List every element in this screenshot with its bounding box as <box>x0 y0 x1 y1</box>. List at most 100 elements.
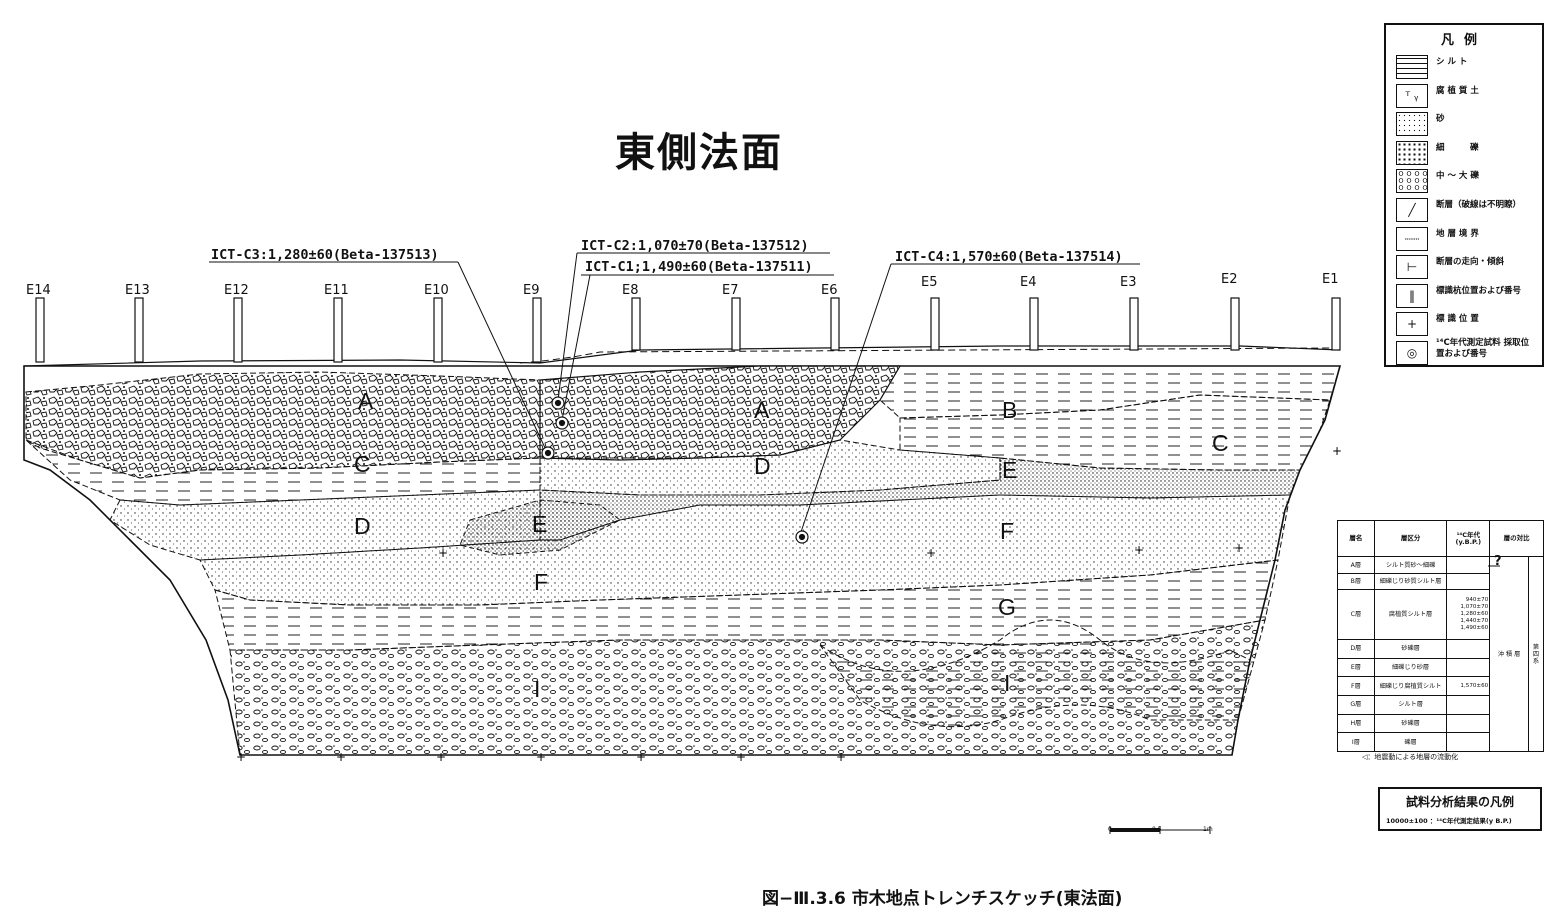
layer-label-i-west: I <box>534 676 541 702</box>
layer-label-f-east: F <box>1000 518 1015 544</box>
marker-cross-9: + <box>1134 543 1144 557</box>
stake-post-e3 <box>1129 297 1139 351</box>
scale-label-half: 0.5 <box>1152 826 1162 833</box>
strat-cell-ages <box>1446 572 1491 591</box>
coarse-gravel-pattern-icon <box>1396 169 1428 194</box>
layer-g-east-lens <box>819 619 1251 728</box>
layer-label-f-mid: F <box>534 569 549 595</box>
sample-point-c1-icon <box>558 419 566 427</box>
stake-post-e8 <box>631 297 641 351</box>
stake-label-e7: E7 <box>722 283 739 298</box>
figure-caption: 図−Ⅲ.3.6 市木地点トレンチスケッチ(東法面) <box>762 889 1123 909</box>
strat-cell-name: I層 <box>1337 732 1375 752</box>
topsoil-boundary <box>519 347 1331 364</box>
strat-row: E層細礫じり砂層 <box>1337 657 1544 678</box>
legend-row-coarse-gravel-pattern: 中 〜 大 礫 <box>1386 167 1542 197</box>
sample-point-c4-icon <box>798 533 806 541</box>
legend-label: 細 礫 <box>1436 142 1479 153</box>
stake-label-e6: E6 <box>821 283 838 298</box>
stake-number-icon: ‖ <box>1396 283 1428 308</box>
leader-line-c1 <box>561 274 591 421</box>
marker-cross-8: + <box>926 546 936 560</box>
sample-label-c1: ICT-C1;1,490±60(Beta-137511) <box>585 259 813 275</box>
legend-row-boundary-line: ┈┈ 地 層 境 界 <box>1386 225 1542 255</box>
strat-cell-ages <box>1446 657 1491 678</box>
stake-label-e10: E10 <box>424 283 449 298</box>
marker-cross-7: + <box>1332 444 1342 458</box>
stake-post-e2 <box>1230 297 1240 351</box>
legend-label: 中 〜 大 礫 <box>1436 171 1479 182</box>
fault-line-icon: ╱ <box>1396 198 1428 222</box>
fine-gravel-pattern-icon <box>1396 140 1428 165</box>
legend-label: 地 層 境 界 <box>1436 228 1479 239</box>
strat-cell-desc: 細礫じり砂層 <box>1373 657 1448 678</box>
legend-row-silt-pattern: シ ル ト <box>1386 53 1542 83</box>
legend-row-sand-pattern: 砂 <box>1386 110 1542 140</box>
strat-cell-ages: 1,570±60 <box>1446 676 1491 697</box>
legend-label: ¹⁴C年代測定試料 採取位置および番号 <box>1436 338 1530 359</box>
strat-header-age: ¹⁴C年代 (y.B.P.) <box>1446 519 1491 558</box>
legend-label: 断層の走向・傾斜 <box>1436 257 1505 268</box>
sand-pattern-icon <box>1396 112 1428 137</box>
marker-cross-10: + <box>1234 541 1244 555</box>
strat-cell-ages: 940±70 1,070±70 1,280±60 1,440±70 1,490±… <box>1446 589 1491 641</box>
stake-label-e5: E5 <box>921 275 938 290</box>
stake-post-e9 <box>532 297 542 363</box>
strat-cell-name: H層 <box>1337 713 1375 734</box>
strat-cell-name: C層 <box>1337 589 1375 641</box>
results-legend-note: 10000±100 ：¹⁴C年代測定結果(y B.P.) <box>1386 817 1512 825</box>
stake-post-e6 <box>830 297 840 351</box>
stake-post-e5 <box>930 297 940 351</box>
legend-title: 凡例 <box>1440 33 1487 48</box>
strat-header-name: 層名 <box>1337 519 1375 558</box>
layer-label-a-east: A <box>754 397 770 423</box>
scale-label-0: 0 <box>1108 826 1112 833</box>
sample-label-c4: ICT-C4:1,570±60(Beta-137514) <box>895 249 1123 265</box>
stake-post-e7 <box>731 297 741 351</box>
stake-post-e14 <box>35 297 45 363</box>
strat-cell-desc: 砂礫層 <box>1373 713 1448 734</box>
legend-label: 腐 植 質 土 <box>1436 85 1479 96</box>
stake-label-e8: E8 <box>622 283 639 298</box>
legend-row-strike-dip: ⊢断層の走向・傾斜 <box>1386 253 1542 283</box>
layer-d-east <box>539 439 1001 496</box>
layer-label-e-mid: E <box>532 511 548 537</box>
boundary-line-icon: ┈┈ <box>1396 226 1428 251</box>
layer-label-a-west: A <box>358 388 374 414</box>
marker-cross-5: + <box>736 750 746 764</box>
strat-row: I層礫層 <box>1337 732 1544 752</box>
strat-cell-name: F層 <box>1337 676 1375 697</box>
marker-cross-3: + <box>536 750 546 764</box>
strat-cell-ages <box>1446 713 1491 734</box>
strat-cell-name: D層 <box>1337 639 1375 659</box>
strat-cell-desc: 細礫じり腐植質シルト <box>1373 676 1448 697</box>
layer-label-d-west: D <box>354 513 371 539</box>
results-legend-box: 試料分析結果の凡例 10000±100 ：¹⁴C年代測定結果(y B.P.) <box>1378 787 1542 831</box>
stake-label-e1: E1 <box>1322 272 1339 287</box>
layer-label-e-east: E <box>1002 457 1018 483</box>
strat-cell-desc: シルト質砂〜細礫 <box>1373 556 1448 574</box>
stake-post-e1 <box>1331 297 1341 351</box>
legend-row-marker-cross: +標 識 位 置 <box>1386 310 1542 340</box>
stake-post-e11 <box>333 297 343 363</box>
strat-cell-name: B層 <box>1337 572 1375 591</box>
results-legend-title: 試料分析結果の凡例 <box>1405 795 1514 809</box>
marker-cross-11: + <box>438 546 448 560</box>
scale-bar-fill <box>1110 828 1160 832</box>
strat-cell-name: E層 <box>1337 657 1375 678</box>
stake-label-e2: E2 <box>1221 272 1238 287</box>
legend-label: 断層（破線は不明瞭） <box>1436 200 1522 210</box>
strat-row: A層シルト質砂〜細礫沖 積 層第四系 <box>1337 556 1544 752</box>
stake-post-e10 <box>433 297 443 363</box>
marker-cross-6: + <box>836 750 846 764</box>
strat-correlation-alluvium: 沖 積 層 <box>1489 556 1530 752</box>
stake-post-e13 <box>134 297 144 363</box>
strat-cell-ages <box>1446 556 1491 574</box>
strat-header-correlation: 層の対比 <box>1489 519 1544 558</box>
strat-cell-desc: 細礫じり砂質シルト層 <box>1373 572 1448 591</box>
sample-point-c2-icon <box>554 399 562 407</box>
sample-label-c2: ICT-C2:1,070±70(Beta-137512) <box>581 238 809 254</box>
stake-post-e4 <box>1029 297 1039 351</box>
